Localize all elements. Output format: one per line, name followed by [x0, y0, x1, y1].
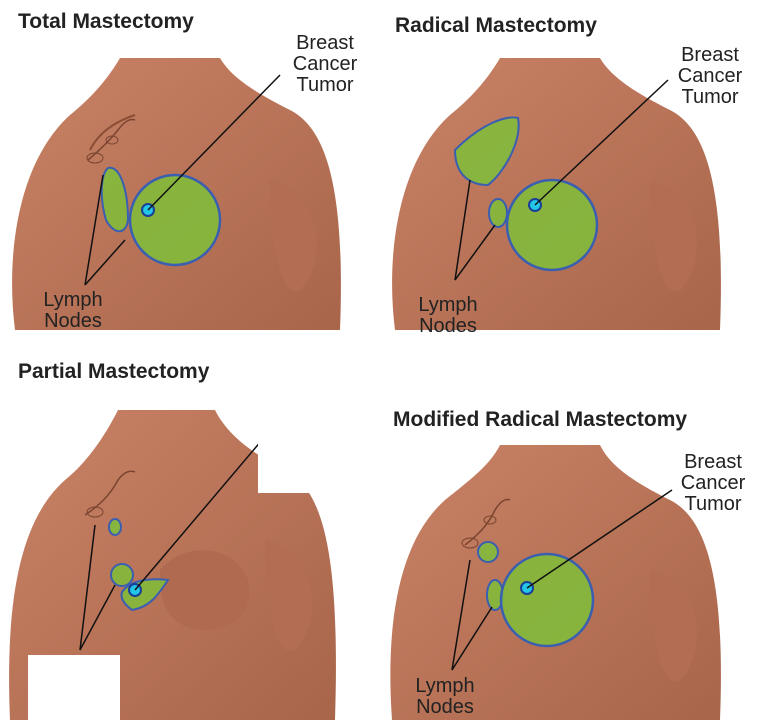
white-mask-top [258, 377, 368, 493]
nodes-label-modified: Lymph Nodes [400, 676, 490, 718]
removed-tissue-node-modified-1 [478, 542, 498, 562]
removed-tissue-nodes-radical [489, 199, 507, 227]
removed-breast-total [130, 175, 220, 265]
panel-title-radical-mastectomy: Radical Mastectomy [395, 14, 597, 38]
panel-title-modified-radical-mastectomy: Modified Radical Mastectomy [393, 408, 687, 432]
removed-breast-radical [507, 180, 597, 270]
tumor-label-radical: Breast Cancer Tumor [665, 45, 755, 108]
panel-title-partial-mastectomy: Partial Mastectomy [18, 360, 209, 384]
nodes-label-total: Lymph Nodes [28, 290, 118, 332]
white-mask-bottom [28, 655, 120, 720]
panel-title-total-mastectomy: Total Mastectomy [18, 10, 194, 34]
removed-breast-modified [501, 554, 593, 646]
tumor-label-modified: Breast Cancer Tumor [668, 452, 758, 515]
tumor-label-total: Breast Cancer Tumor [280, 33, 370, 96]
removed-tissue-node-partial-1 [109, 519, 121, 535]
removed-tissue-node-partial-2 [111, 564, 133, 586]
nodes-label-radical: Lymph Nodes [403, 295, 493, 337]
